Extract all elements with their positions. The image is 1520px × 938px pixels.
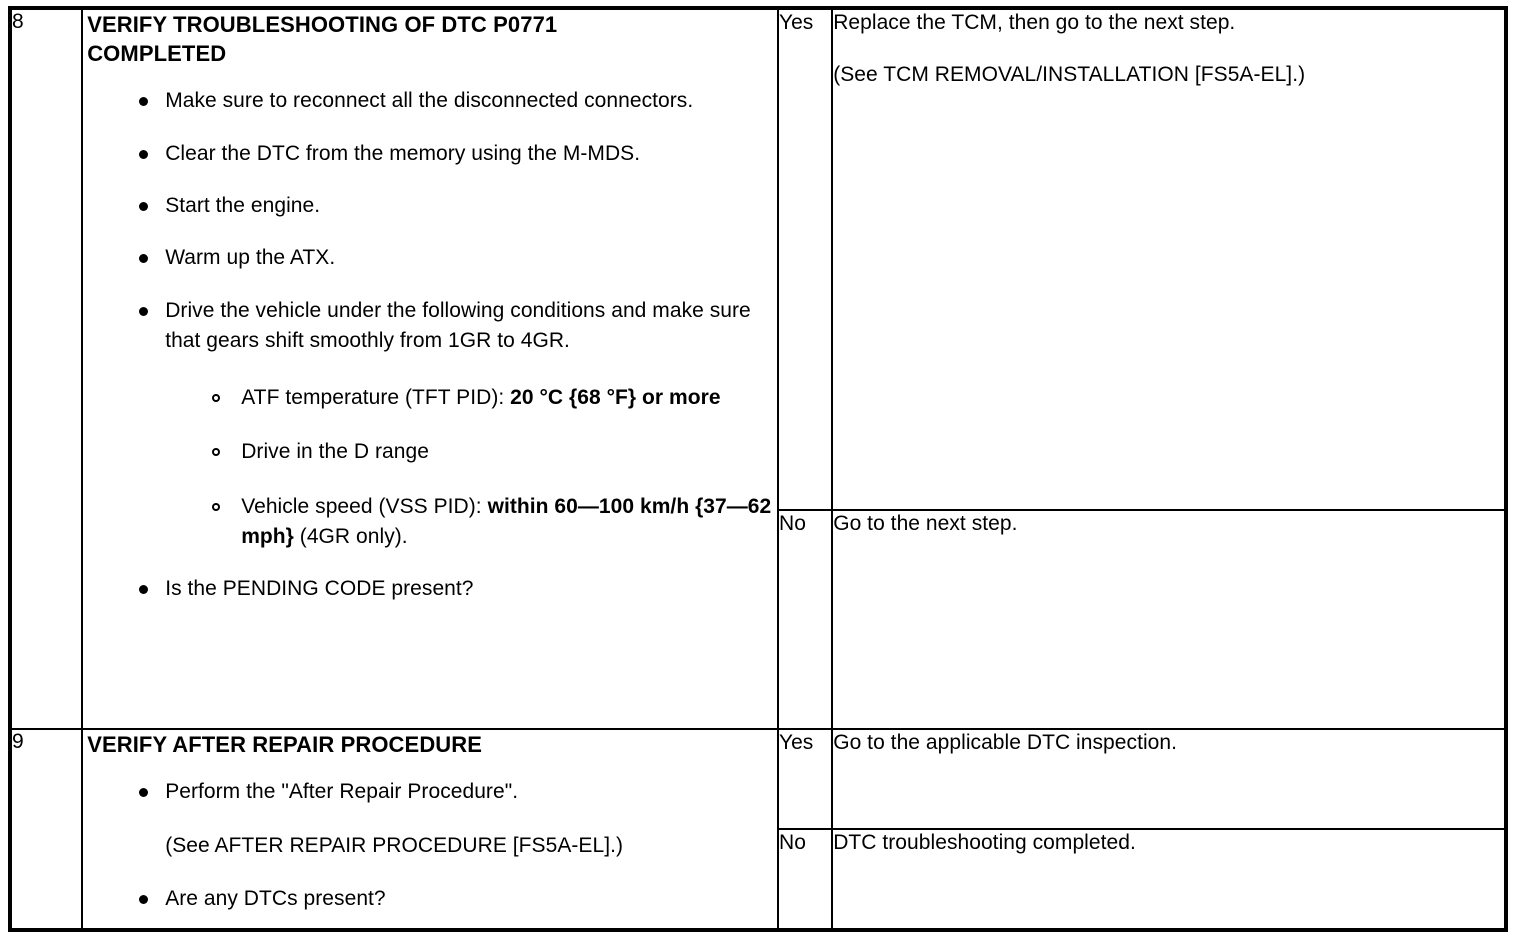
bullet-text: Are any DTCs present? xyxy=(165,886,386,910)
action-line: Go to the applicable DTC inspection. xyxy=(833,731,1178,754)
outcome-label-cell-9-yes: Yes xyxy=(777,728,834,830)
bullet-reference: (See AFTER REPAIR PROCEDURE [FS5A-EL].) xyxy=(165,834,624,858)
list-item: Make sure to reconnect all the disconnec… xyxy=(139,86,777,116)
outcome-action-cell-9-yes: Go to the applicable DTC inspection. xyxy=(831,728,1507,830)
bullet-text: Warm up the ATX. xyxy=(165,246,336,270)
bullet-ring-icon xyxy=(212,502,221,511)
table-row: 9 VERIFY AFTER REPAIR PROCEDURE Perform … xyxy=(8,728,1507,931)
condition-value: 20 °C {68 °F} or more xyxy=(510,385,721,409)
step-body-cell-8: VERIFY TROUBLESHOOTING OF DTC P0771 COMP… xyxy=(81,7,780,730)
table-row: No DTC troubleshooting completed. xyxy=(10,828,1507,931)
step-body-cell-9: VERIFY AFTER REPAIR PROCEDURE Perform th… xyxy=(81,728,780,931)
bullet-text: Make sure to reconnect all the disconnec… xyxy=(165,89,694,113)
step-number: 9 xyxy=(12,730,24,753)
list-item: Vehicle speed (VSS PID): within 60—100 k… xyxy=(211,492,777,553)
table-row: 8 VERIFY TROUBLESHOOTING OF DTC P0771 CO… xyxy=(8,7,1507,730)
list-item: Drive in the D range xyxy=(211,437,777,467)
bullet-text: Start the engine. xyxy=(165,193,321,217)
outcome-label: Yes xyxy=(779,11,814,34)
condition-label: Drive in the D range xyxy=(241,440,429,464)
bullet-text: Clear the DTC from the memory using the … xyxy=(165,141,641,165)
outcome-label-cell-9-no: No xyxy=(777,828,834,931)
step-title: VERIFY TROUBLESHOOTING OF DTC P0771 COMP… xyxy=(87,12,558,67)
list-item: Drive the vehicle under the following co… xyxy=(139,296,777,553)
step-number-cell-9: 9 xyxy=(8,728,84,931)
bullet-dot-icon xyxy=(139,894,149,904)
bullet-ring-icon xyxy=(212,393,221,402)
step-title: VERIFY AFTER REPAIR PROCEDURE xyxy=(87,732,483,757)
list-item: Perform the "After Repair Procedure". (S… xyxy=(139,777,777,862)
dtc-troubleshooting-table: 8 VERIFY TROUBLESHOOTING OF DTC P0771 CO… xyxy=(8,6,1508,932)
step-8-bullet-list: Make sure to reconnect all the disconnec… xyxy=(83,86,777,605)
condition-label: Vehicle speed (VSS PID): xyxy=(241,494,488,518)
step-8-condition-list: ATF temperature (TFT PID): 20 °C {68 °F}… xyxy=(165,383,777,553)
bullet-text: Drive the vehicle under the following co… xyxy=(165,298,751,353)
list-item: Clear the DTC from the memory using the … xyxy=(139,139,777,169)
bullet-ring-icon xyxy=(212,448,221,457)
outcome-label: No xyxy=(779,831,806,854)
outcome-label-cell-8-no: No xyxy=(777,509,834,730)
step-9-bullet-list: Perform the "After Repair Procedure". (S… xyxy=(83,777,777,914)
step-number-cell-8: 8 xyxy=(8,7,84,730)
bullet-dot-icon xyxy=(139,97,149,107)
bullet-dot-icon xyxy=(139,149,149,159)
action-line: DTC troubleshooting completed. xyxy=(833,831,1136,854)
condition-suffix: (4GR only). xyxy=(293,525,408,548)
bullet-text: Is the PENDING CODE present? xyxy=(165,577,474,601)
bullet-dot-icon xyxy=(139,254,149,264)
action-line: Go to the next step. xyxy=(833,512,1018,535)
list-item: ATF temperature (TFT PID): 20 °C {68 °F}… xyxy=(211,383,777,413)
list-item: Are any DTCs present? xyxy=(139,884,777,914)
list-item: Start the engine. xyxy=(139,191,777,221)
action-reference: (See TCM REMOVAL/INSTALLATION [FS5A-EL].… xyxy=(833,63,1306,87)
bullet-dot-icon xyxy=(139,585,149,595)
bullet-dot-icon xyxy=(139,201,149,211)
outcome-label: Yes xyxy=(779,731,814,754)
outcome-action-cell-8-no: Go to the next step. xyxy=(831,509,1507,730)
outcome-action-cell-8-yes: Replace the TCM, then go to the next ste… xyxy=(831,7,1507,511)
list-item: Is the PENDING CODE present? xyxy=(139,574,777,604)
outcome-label: No xyxy=(779,512,806,535)
bullet-dot-icon xyxy=(139,306,149,316)
outcome-label-cell-8-yes: Yes xyxy=(777,7,834,511)
bullet-dot-icon xyxy=(139,788,149,798)
outcome-action-cell-9-no: DTC troubleshooting completed. xyxy=(831,828,1507,931)
step-number: 8 xyxy=(12,10,24,33)
bullet-text: Perform the "After Repair Procedure". xyxy=(165,780,519,804)
condition-label: ATF temperature (TFT PID): xyxy=(241,385,511,409)
action-line: Replace the TCM, then go to the next ste… xyxy=(833,11,1236,34)
table-row: No Go to the next step. xyxy=(10,509,1507,730)
list-item: Warm up the ATX. xyxy=(139,243,777,273)
condition-value: within 60—100 km/h {37—62 mph} xyxy=(241,494,772,548)
